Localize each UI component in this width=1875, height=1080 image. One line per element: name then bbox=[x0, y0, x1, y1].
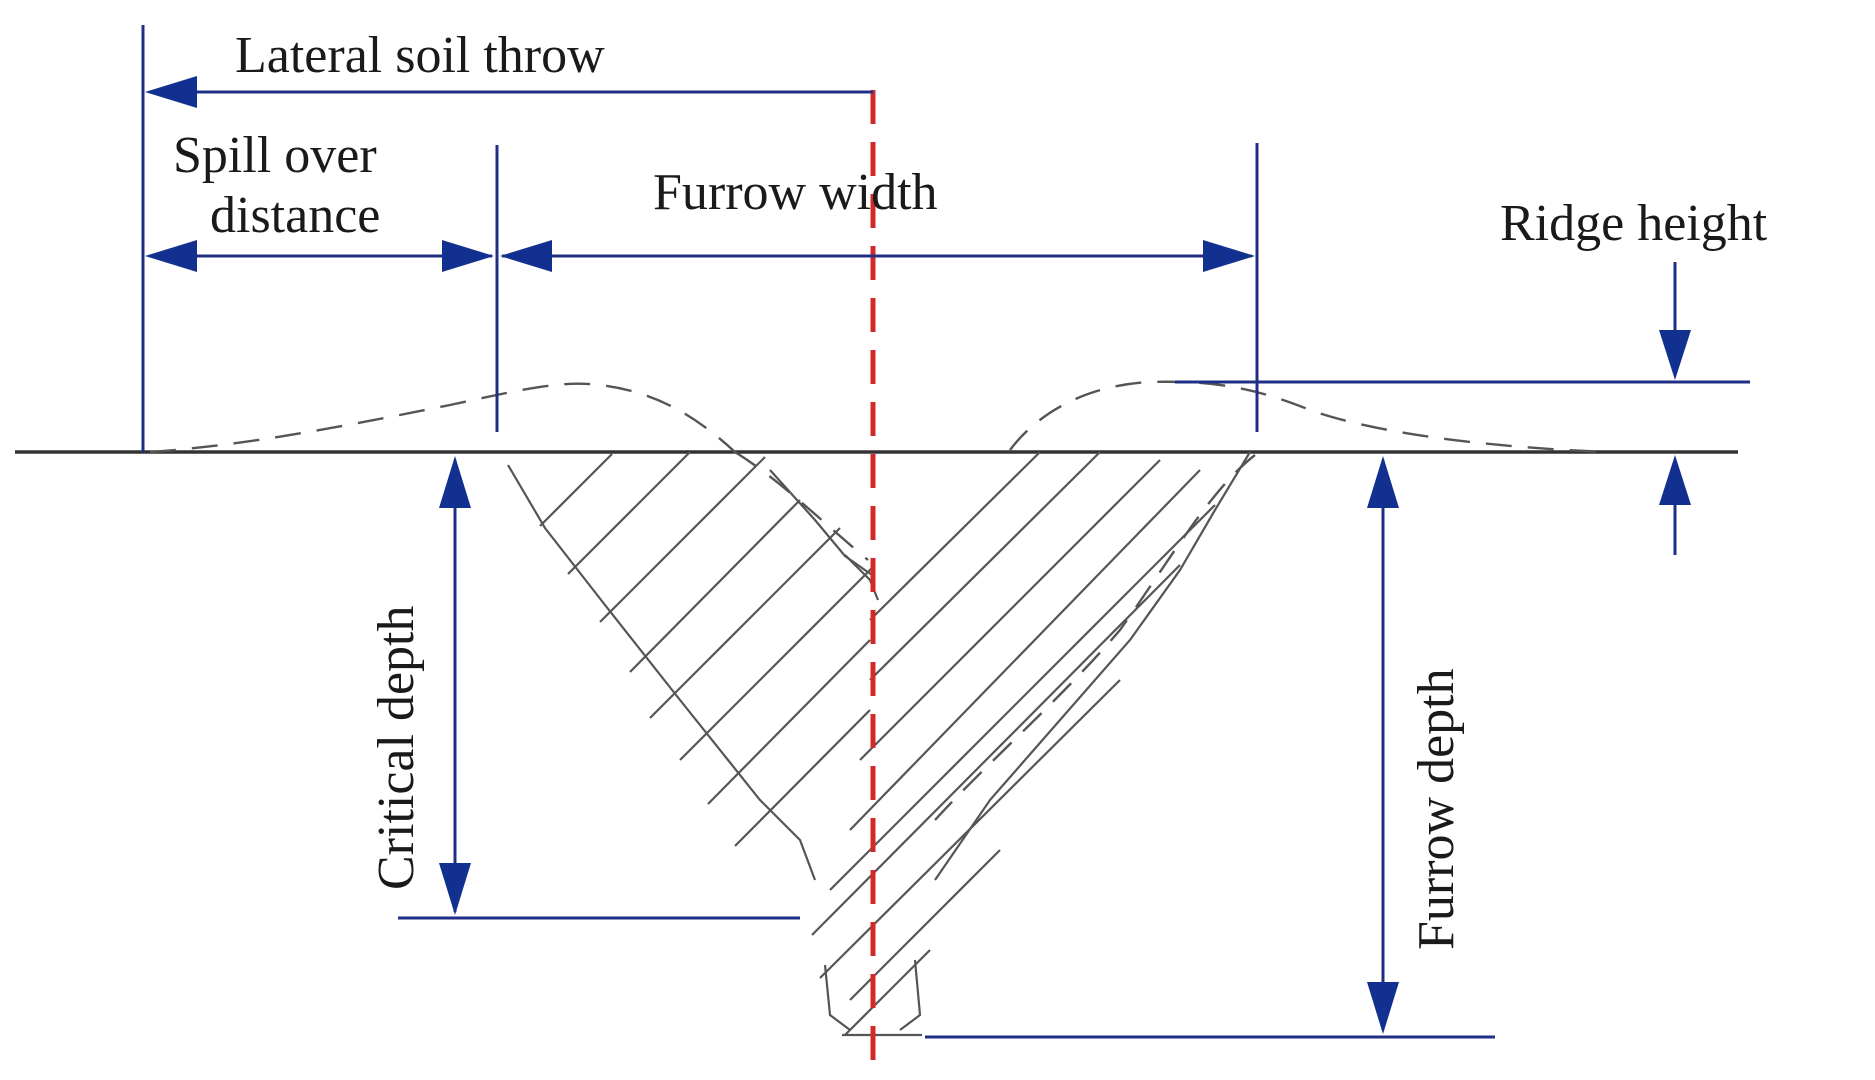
ridge-height-arrowhead-up bbox=[1659, 455, 1691, 505]
critical-depth-arrowhead-up bbox=[439, 456, 471, 508]
lateral-soil-throw-label: Lateral soil throw bbox=[235, 27, 605, 84]
spill-over-label-line1: Spill over bbox=[173, 127, 377, 184]
spill-over-arrowhead-left bbox=[145, 240, 197, 272]
ridge-height-arrowhead-down bbox=[1659, 330, 1691, 380]
disturbed-soil-hatching bbox=[507, 451, 1251, 1037]
ridge-height-label: Ridge height bbox=[1500, 195, 1768, 252]
spill-over-arrowhead-right bbox=[442, 240, 494, 272]
furrow-depth-arrowhead-down bbox=[1367, 982, 1399, 1034]
spill-over-label-line2: distance bbox=[210, 187, 380, 244]
furrow-width-arrowhead-left bbox=[500, 240, 552, 272]
furrow-depth-arrowhead-up bbox=[1367, 456, 1399, 508]
furrow-width-arrowhead-right bbox=[1203, 240, 1255, 272]
soil-profile-dashed bbox=[149, 380, 1611, 821]
furrow-width-label: Furrow width bbox=[653, 164, 938, 221]
lateral-throw-arrowhead bbox=[145, 76, 197, 108]
critical-depth-label: Critical depth bbox=[368, 606, 425, 890]
critical-depth-arrowhead-down bbox=[439, 863, 471, 915]
furrow-depth-label: Furrow depth bbox=[1408, 668, 1465, 950]
